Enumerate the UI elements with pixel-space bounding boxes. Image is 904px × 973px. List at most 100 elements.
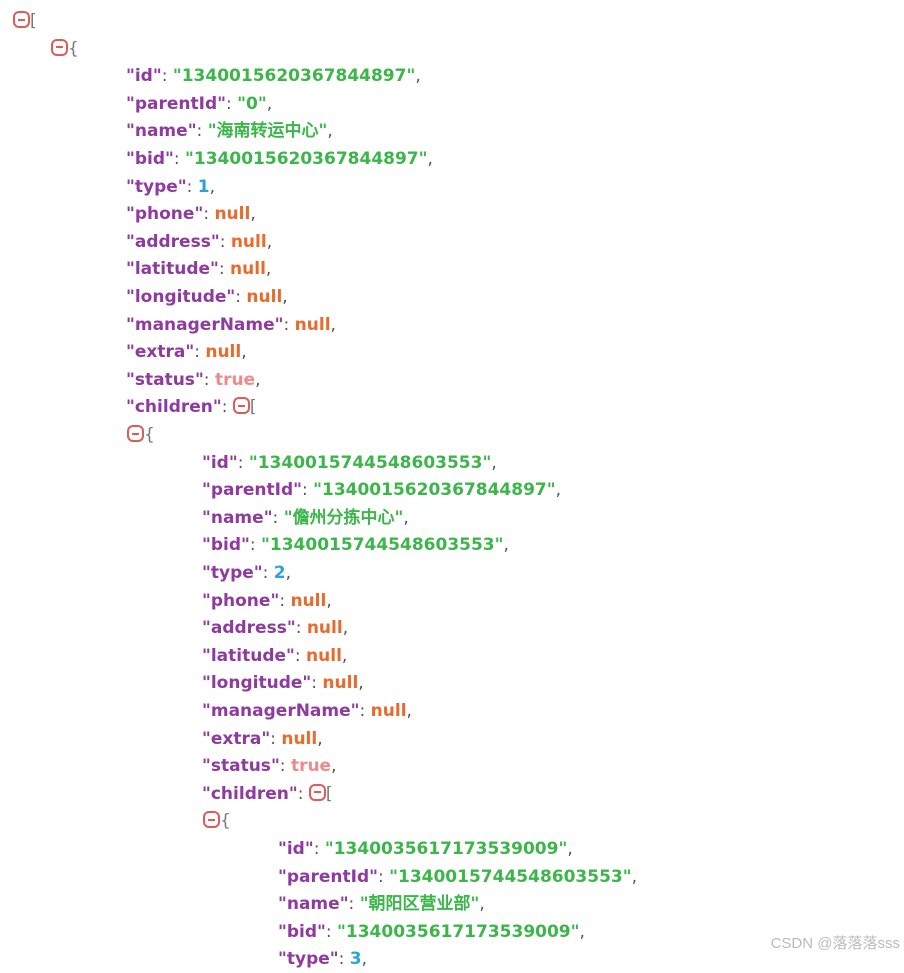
json-value: "1340015620367844897" [313,480,556,501]
key-quote: " [202,701,211,721]
json-property: "children": [ [126,394,257,421]
comma: , [285,563,292,583]
key-quote: " [217,93,226,114]
key-quote: " [202,480,211,501]
key-quote: " [126,121,135,142]
json-key: extra [134,342,186,363]
colon: : [270,728,282,749]
json-value: "1340015744548603553" [389,866,632,887]
json-property: "parentId": "1340015620367844897", [202,477,561,504]
collapse-icon[interactable] [203,811,220,829]
json-property: "children": [ [202,781,333,808]
open-bracket: { [68,38,79,59]
colon: : [161,66,173,87]
key-quote: " [317,921,326,942]
collapse-icon[interactable] [51,38,68,56]
colon: : [186,176,198,197]
colon: : [272,507,284,528]
json-property: "phone": null, [126,201,256,228]
json-bracket-line: { [127,422,155,449]
key-quote: " [278,839,287,859]
key-quote: " [286,618,296,639]
json-value: null [214,204,251,225]
json-key: name [134,121,188,142]
comma: , [491,452,497,473]
comma: , [503,535,509,556]
json-property: "name": "朝阳区营业部", [278,891,485,918]
key-quote: " [187,121,197,142]
json-value: null [246,287,283,307]
key-quote: " [263,507,273,528]
colon: : [279,590,291,611]
key-quote: " [202,783,211,804]
key-quote: " [126,287,135,307]
key-quote: " [329,949,339,970]
json-property: "bid": "1340035617173539009", [278,919,585,946]
open-bracket: { [220,811,231,832]
key-quote: " [369,866,378,887]
json-property: "type": 1, [126,174,215,201]
json-value: null [294,314,331,335]
open-bracket: [ [325,783,333,804]
json-bracket-line: { [203,808,231,835]
json-property: "name": "儋州分拣中心", [202,505,409,532]
comma: , [403,507,409,528]
json-value: 3 [349,949,362,970]
json-value: null [322,673,359,694]
key-quote: " [278,921,287,942]
json-property: "latitude": null, [202,643,347,670]
open-bracket: { [144,425,155,445]
json-property: "managerName": null, [126,312,336,339]
json-key: address [134,231,211,252]
comma: , [317,728,323,749]
json-property: "status": true, [126,367,261,394]
json-property: "bid": "1340015620367844897", [126,146,433,173]
json-property: "id": "1340015620367844897", [126,63,421,90]
json-property: "type": 3, [278,946,367,973]
key-quote: " [278,894,287,915]
colon: : [297,783,309,804]
key-quote: " [228,452,238,473]
colon: : [219,231,231,252]
comma: , [265,259,272,280]
comma: , [241,342,247,363]
json-value: null [230,259,266,280]
json-value: "朝阳区营业部" [359,894,480,915]
key-quote: " [202,507,211,528]
open-bracket: [ [30,11,37,31]
collapse-icon[interactable] [13,11,30,28]
key-quote: " [202,535,211,556]
colon: : [378,866,390,887]
key-quote: " [278,866,287,887]
collapse-icon[interactable] [308,783,326,801]
json-property: "longitude": null, [126,284,288,311]
colon: : [313,839,325,859]
json-property: "parentId": "1340015744548603553", [278,864,637,891]
json-value: null [370,701,407,721]
collapse-icon[interactable] [232,397,250,415]
json-key: id [286,839,305,859]
key-quote: " [165,149,174,169]
key-quote: " [212,397,222,418]
json-key: phone [210,590,271,611]
key-quote: " [126,93,135,114]
key-quote: " [194,369,204,390]
json-key: latitude [134,259,211,280]
key-quote: " [241,535,250,556]
json-value: null [306,618,343,639]
key-quote: " [270,590,280,611]
json-value: "1340015744548603553" [261,535,504,556]
json-key: managerName [210,701,351,721]
key-quote: " [202,645,211,666]
colon: : [294,645,307,666]
key-quote: " [194,204,204,225]
comma: , [266,93,273,114]
json-property: "phone": null, [202,588,332,615]
json-key: status [210,756,271,777]
json-property: "id": "1340035617173539009", [278,836,573,863]
collapse-icon[interactable] [127,425,144,442]
comma: , [579,921,585,942]
key-quote: " [126,149,135,169]
json-bracket-line: [ [13,8,37,35]
watermark: CSDN @落落落sss [770,935,900,952]
